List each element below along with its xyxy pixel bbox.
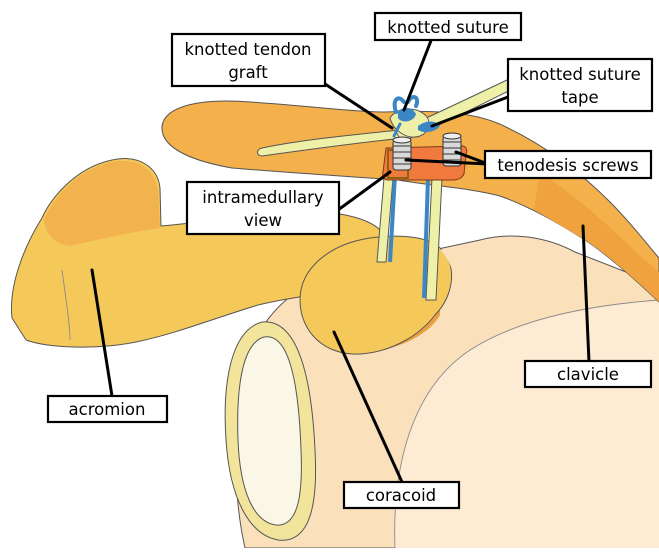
label-knotted-tendon-graft-line1: knotted tendon [184,40,311,59]
label-knotted-suture-text: knotted suture [387,18,508,37]
label-coracoid: coracoid [344,482,459,508]
label-acromion-text: acromion [69,400,146,419]
label-knotted-suture-tape-line2: tape [561,88,598,107]
label-acromion: acromion [48,396,167,422]
label-coracoid-text: coracoid [366,486,436,505]
label-knotted-tendon-graft: knotted tendon graft [172,34,325,86]
label-clavicle: clavicle [525,361,651,387]
label-intramedullary-view-line2: view [244,211,282,230]
label-intramedullary-view: intramedullary view [187,182,339,234]
screw-left [393,137,411,170]
label-tenodesis-screws: tenodesis screws [485,151,651,178]
label-knotted-suture-tape-line1: knotted suture [519,65,640,84]
label-tenodesis-screws-text: tenodesis screws [497,156,638,175]
label-clavicle-text: clavicle [557,365,619,384]
label-knotted-suture: knotted suture [375,13,521,40]
label-intramedullary-view-line1: intramedullary [202,188,324,207]
label-knotted-suture-tape: knotted suture tape [508,59,652,111]
label-knotted-tendon-graft-line2: graft [228,63,268,82]
